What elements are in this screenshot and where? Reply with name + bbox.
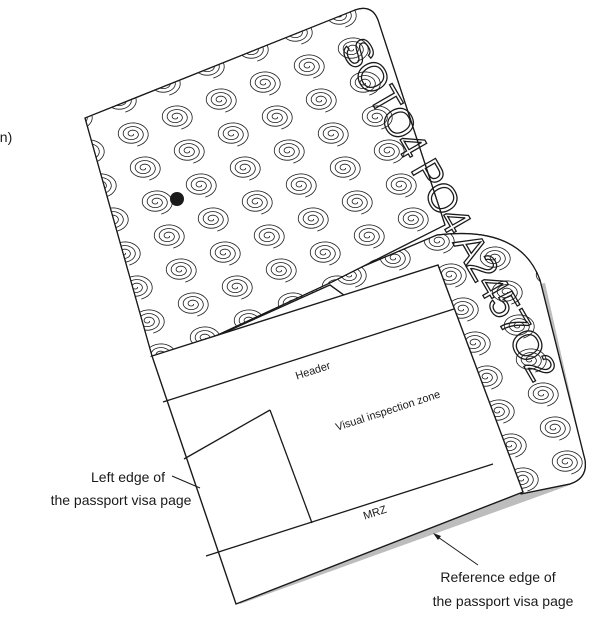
swirl-ornament bbox=[486, 174, 516, 197]
reference-edge-label-line2: the passport visa page bbox=[433, 593, 574, 609]
swirl-ornament bbox=[176, 519, 206, 542]
swirl-ornament bbox=[200, 587, 230, 610]
swirl-ornament bbox=[128, 383, 158, 406]
reference-edge-callout: Reference edge of the passport visa page bbox=[433, 533, 574, 609]
swirl-ornament bbox=[50, 72, 80, 95]
swirl-ornament bbox=[556, 179, 586, 202]
swirl-ornament bbox=[560, 332, 590, 355]
left-edge-label-line1: Left edge of bbox=[91, 469, 165, 485]
swirl-ornament bbox=[426, 4, 456, 27]
swirl-ornament bbox=[498, 208, 528, 231]
hole-dot bbox=[170, 192, 184, 206]
swirl-ornament bbox=[102, 361, 132, 384]
swirl-ornament bbox=[66, 259, 96, 282]
swirl-ornament bbox=[584, 400, 594, 423]
swirl-ornament bbox=[54, 225, 84, 248]
swirl-ornament bbox=[138, 38, 168, 61]
swirl-ornament bbox=[370, 0, 400, 10]
swirl-ornament bbox=[580, 247, 594, 270]
left-edge-callout: Left edge of the passport visa page bbox=[51, 469, 200, 508]
swirl-ornament bbox=[450, 72, 480, 95]
partial-side-label: on) bbox=[0, 129, 12, 145]
swirl-ornament bbox=[572, 366, 594, 389]
swirl-ornament bbox=[394, 55, 424, 78]
swirl-ornament bbox=[140, 417, 170, 440]
swirl-ornament bbox=[116, 349, 146, 372]
swirl-ornament bbox=[188, 553, 218, 576]
swirl-ornament bbox=[6, 89, 36, 112]
swirl-ornament bbox=[30, 157, 60, 180]
swirl-ornament bbox=[226, 4, 256, 27]
reference-edge-leader-line bbox=[435, 535, 478, 565]
reference-edge-label-line1: Reference edge of bbox=[440, 569, 555, 585]
swirl-ornament bbox=[568, 213, 594, 236]
swirl-ornament bbox=[462, 106, 492, 129]
swirl-ornament bbox=[94, 55, 124, 78]
swirl-ornament bbox=[182, 21, 212, 44]
swirl-ornament bbox=[382, 21, 412, 44]
swirl-ornament bbox=[512, 196, 542, 219]
swirl-ornament bbox=[18, 123, 48, 146]
swirl-ornament bbox=[524, 230, 554, 253]
swirl-ornament bbox=[90, 327, 120, 350]
swirl-ornament bbox=[270, 0, 300, 10]
swirl-ornament bbox=[42, 191, 72, 214]
swirl-ornament bbox=[474, 140, 504, 163]
swirl-ornament bbox=[78, 293, 108, 316]
swirl-ornament bbox=[438, 38, 468, 61]
left-edge-label-line2: the passport visa page bbox=[51, 492, 192, 508]
